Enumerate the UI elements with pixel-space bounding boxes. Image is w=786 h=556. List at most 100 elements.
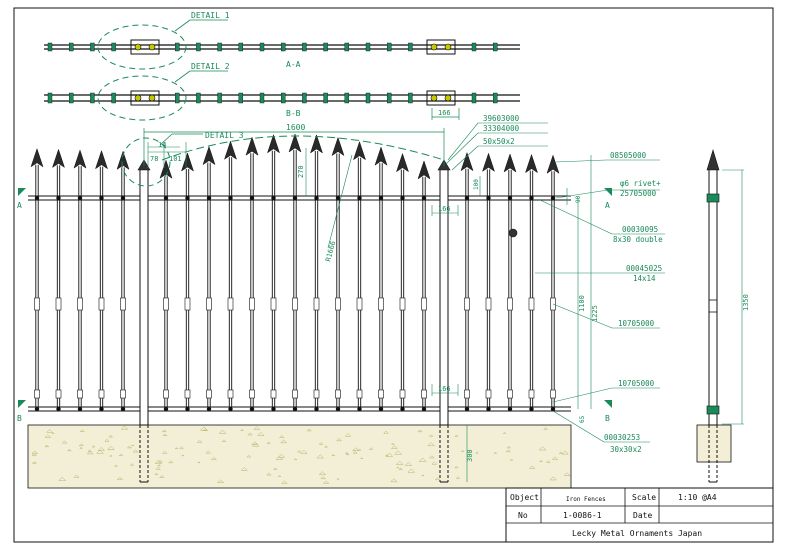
fence-picket [181,152,194,412]
section-mark-b-right: B [605,414,610,423]
title-no-label: No [518,511,528,520]
dim-overall-width: 1600 [286,123,305,132]
title-company: Lecky Metal Ornaments Japan [572,529,702,538]
callout-10705000-a: 10705000 [618,319,655,328]
dim-right-65: 65 [579,415,586,423]
plan-bar [111,42,116,52]
detail-2-label: DETAIL 2 [191,62,230,71]
fence-picket [116,150,130,412]
plan-bar [217,92,222,104]
aa-post-right [426,39,456,55]
fence-picket [417,160,431,412]
detail-2-circle [97,75,187,121]
fence-picket [482,152,495,412]
title-scale-label: Scale [632,493,656,502]
plan-bar [408,92,413,104]
section-bb-label: B-B [286,109,301,118]
plan-view-aa: DETAIL 1 A-A [44,11,520,70]
fence-picket [267,133,280,412]
fence-picket [95,149,108,412]
plan-bar [238,92,244,104]
callout-00030095-desc: 8x30 double [613,235,663,244]
plan-bar [387,42,392,52]
callout-00045025-desc: 14x14 [633,274,656,283]
detail-3-circle [121,137,171,187]
plan-bar [238,42,244,52]
fence-picket [52,148,65,412]
dim-post-width-top: 166 [438,109,451,117]
fence-picket [288,133,302,412]
plan-bar [323,92,328,104]
detail-1-label: DETAIL 1 [191,11,230,20]
plan-bar [408,42,413,52]
bb-post-left [130,90,160,106]
detail-3-label: DETAIL 3 [205,131,244,140]
plan-bar [281,42,286,52]
plan-bar [302,92,307,104]
fence-picket [374,146,388,412]
side-view: 1350 [696,148,750,483]
plan-bar [47,92,53,104]
section-mark-a-right: A [605,201,610,210]
plan-bar [493,92,498,104]
fence-picket [546,154,560,412]
plan-bar [471,92,477,104]
title-object-value: Iron Fences [566,496,606,503]
plan-bar [323,42,328,52]
callout-08505000: 08505000 [610,151,647,160]
plan-bar [68,42,74,52]
plan-bar [259,92,265,104]
fence-picket [331,136,345,412]
title-block [505,487,774,543]
plan-bar [302,42,307,52]
dim-side-height: 1350 [742,294,750,311]
plan-bar [196,42,201,52]
plan-bar [493,42,498,52]
plan-bar [365,42,371,52]
dim-spacing-78: 78 [150,155,158,163]
plan-bar [68,92,74,104]
fence-picket [460,151,474,412]
fence-picket [503,153,517,412]
plan-bar [90,42,95,52]
plan-bar [344,92,349,104]
dim-spear-to-rail: 100 [473,179,480,190]
fence-picket [224,140,237,412]
callout-rivet: φ6 rivet+ [620,179,661,188]
callout-50x50x2: 50x50x2 [483,137,515,146]
plan-bar [281,92,286,104]
concrete-foundation [27,424,572,489]
plan-bar [111,92,116,104]
title-date-label: Date [633,511,652,520]
callout-00030253-desc: 30x30x2 [610,445,642,454]
plan-bar [174,92,180,104]
dim-post-width-mid: 166 [438,205,451,213]
fence-picket [245,136,259,412]
callout-00030253: 00030253 [604,433,640,442]
plan-view-bb: DETAIL 2 B-B 166 [44,62,520,121]
callout-33304000: 33304000 [483,124,520,133]
plan-bar [344,42,349,52]
dim-arc-radius: R1666 [324,240,337,262]
callout-00045025: 00045025 [626,264,662,273]
title-scale-value: 1:10 @A4 [678,493,717,502]
section-mark-b-left: B [17,414,22,423]
fence-picket [353,140,366,412]
callout-rivet-desc: 25705000 [620,189,657,198]
section-mark-a-left: A [17,201,22,210]
elevation-view: DETAIL 3 1600 14 78 101 270 100 R1666 16… [17,123,612,489]
dim-spacing-101: 101 [169,155,182,163]
aa-post-left [130,39,160,55]
fence-picket [310,134,323,412]
fence-picket [202,145,216,412]
plan-bar [47,42,53,52]
plan-bar [387,92,392,104]
dim-foundation-depth: 300 [466,449,474,462]
fence-picket [30,147,44,412]
sheet-border [13,7,774,543]
fence-picket [525,153,538,412]
post-left [139,167,149,426]
title-object-label: Object [510,493,539,502]
plan-bar [365,92,371,104]
